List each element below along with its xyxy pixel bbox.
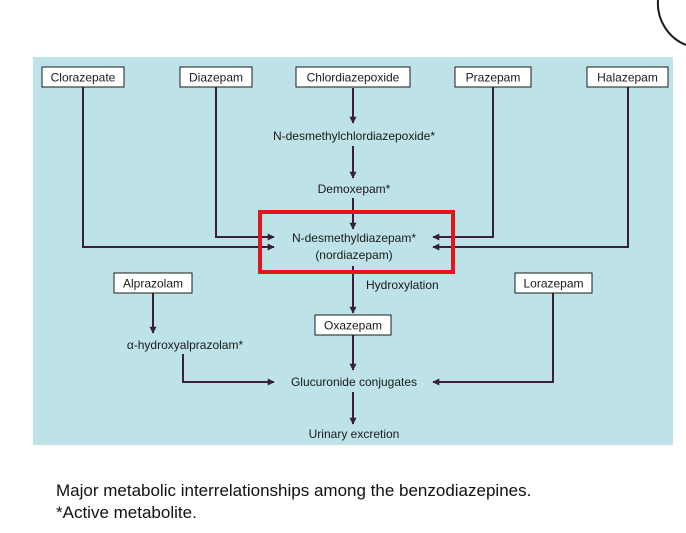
box-chlordiazepoxide: Chlordiazepoxide xyxy=(295,66,411,88)
label-nordiazepam: (nordiazepam) xyxy=(315,248,392,262)
highlight-box xyxy=(258,210,455,274)
label-n-desmethyldiazepam: N-desmethyldiazepam* xyxy=(292,231,416,245)
caption-line-1: Major metabolic interrelationships among… xyxy=(56,481,532,500)
label-glucuronide-conjugates: Glucuronide conjugates xyxy=(291,375,417,389)
label-clorazepate: Clorazepate xyxy=(51,71,116,85)
figure-caption: Major metabolic interrelationships among… xyxy=(56,480,531,524)
label-demoxepam: Demoxepam* xyxy=(318,182,391,196)
label-n-desmethylchlordiazepoxide: N-desmethylchlordiazepoxide* xyxy=(273,129,435,143)
connectors xyxy=(82,87,629,425)
label-diazepam: Diazepam xyxy=(189,71,243,85)
label-chlordiazepoxide: Chlordiazepoxide xyxy=(307,71,400,85)
label-halazepam: Halazepam xyxy=(597,71,658,85)
label-alpha-hydroxyalprazolam: α-hydroxyalprazolam* xyxy=(127,338,244,352)
box-halazepam: Halazepam xyxy=(586,66,669,88)
label-oxazepam: Oxazepam xyxy=(324,319,382,333)
box-clorazepate: Clorazepate xyxy=(41,66,125,88)
caption-line-2: *Active metabolite. xyxy=(56,503,197,522)
label-urinary-excretion: Urinary excretion xyxy=(309,427,400,441)
arrow-lorazepam xyxy=(432,293,554,386)
arrow-clorazepate xyxy=(82,87,275,251)
arrow-halazepam xyxy=(432,87,629,251)
box-lorazepam: Lorazepam xyxy=(514,272,593,294)
arrow-diazepam xyxy=(215,87,275,241)
label-prazepam: Prazepam xyxy=(466,71,521,85)
box-diazepam: Diazepam xyxy=(179,66,253,88)
box-prazepam: Prazepam xyxy=(454,66,532,88)
box-alprazolam: Alprazolam xyxy=(113,272,193,294)
box-oxazepam: Oxazepam xyxy=(314,314,392,336)
arrow-alphahydroxy-glucuronide xyxy=(182,354,275,386)
label-alprazolam: Alprazolam xyxy=(123,277,183,291)
label-lorazepam: Lorazepam xyxy=(523,277,583,291)
label-hydroxylation: Hydroxylation xyxy=(366,278,439,292)
corner-decoration xyxy=(656,0,686,46)
